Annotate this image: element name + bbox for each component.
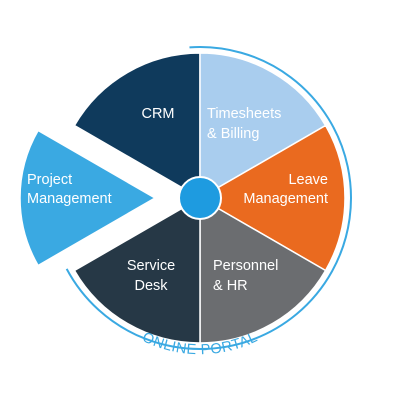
segment-label-line: Timesheets xyxy=(207,106,281,122)
segment-label-line: Leave xyxy=(288,172,328,188)
segment-label-timesheets: Timesheets & Billing xyxy=(207,106,281,142)
segment-label-line: CRM xyxy=(141,106,174,122)
segment-crm xyxy=(73,52,201,200)
segment-label-crm: CRM xyxy=(141,106,174,122)
segment-service xyxy=(73,196,201,344)
segment-label-line: Management xyxy=(27,191,112,207)
segment-label-line: & HR xyxy=(213,278,248,294)
segment-label-line: Desk xyxy=(134,278,168,294)
segment-label-line: Management xyxy=(243,191,328,207)
center-hub xyxy=(178,176,222,220)
segment-label-line: Service xyxy=(127,258,175,274)
segment-leave xyxy=(198,124,346,272)
segment-label-personnel: Personnel & HR xyxy=(213,258,278,294)
segment-personnel xyxy=(199,196,327,344)
segment-label-line: & Billing xyxy=(207,126,259,142)
segment-timesheets xyxy=(199,52,327,200)
outer-ring xyxy=(65,46,352,350)
segment-label-line: Project xyxy=(27,172,72,188)
segment-label-line: Personnel xyxy=(213,258,278,274)
segment-project xyxy=(19,129,157,267)
